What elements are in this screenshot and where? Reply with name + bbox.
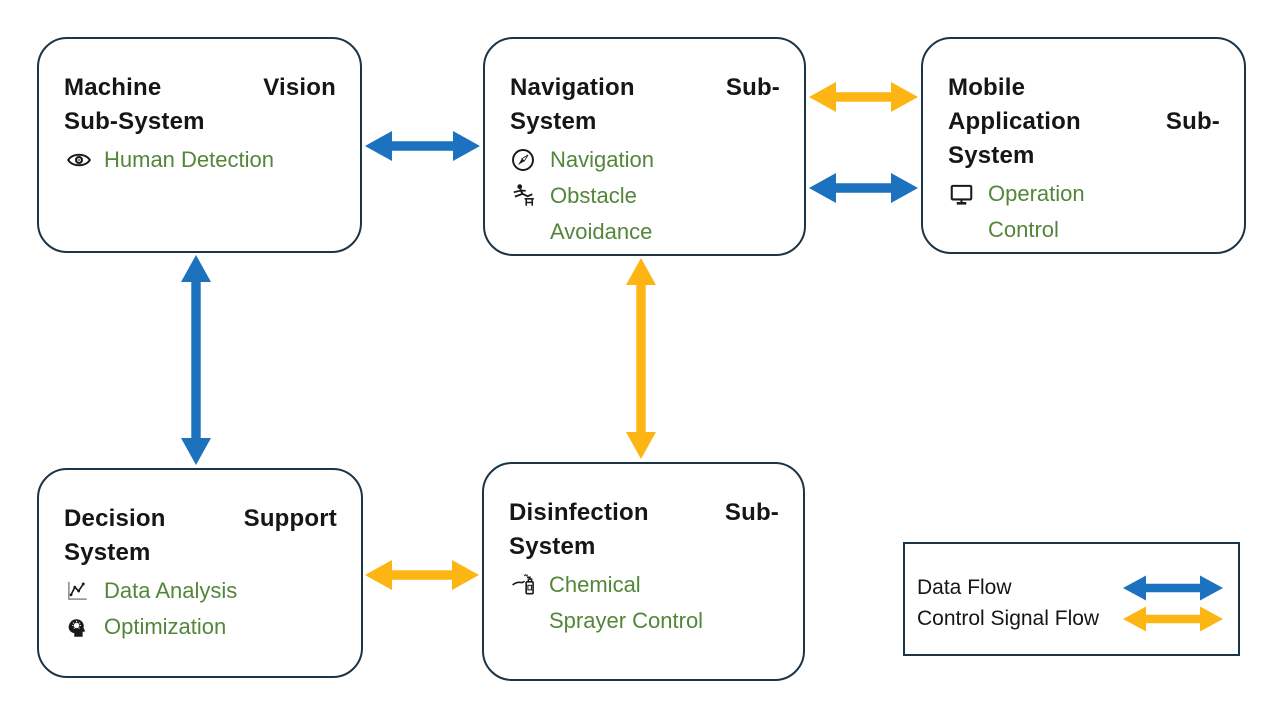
feature-chemical-sprayer-control: Chemical Sprayer Control bbox=[509, 567, 779, 639]
data-flow-sample bbox=[1123, 575, 1223, 600]
navigation-mobile-application-arrow bbox=[809, 173, 918, 203]
machine-vision-navigation-arrow bbox=[365, 131, 480, 161]
decision-support-disinfection-arrow bbox=[365, 560, 479, 590]
feature-navigation: Navigation bbox=[510, 142, 780, 178]
feature-label: Obstacle Avoidance bbox=[550, 183, 653, 244]
feature-data-analysis: Data Analysis bbox=[64, 573, 337, 609]
navigation-disinfection-arrow bbox=[626, 258, 656, 459]
title-line: Navigation Sub- bbox=[510, 74, 780, 101]
machine-vision-decision-support-arrow bbox=[181, 255, 211, 465]
monitor-icon bbox=[948, 176, 988, 207]
title-line: System bbox=[510, 108, 597, 135]
hurdler-icon bbox=[510, 178, 550, 209]
line-chart-icon bbox=[64, 573, 104, 604]
box-title: Machine Vision Sub-System bbox=[64, 71, 336, 139]
title-line: System bbox=[64, 539, 151, 566]
legend: Data Flow Control Signal Flow bbox=[903, 542, 1240, 656]
title-line: Mobile bbox=[948, 74, 1026, 101]
title-line: System bbox=[509, 533, 596, 560]
box-disinfection: Disinfection Sub- System Chemical Spraye… bbox=[482, 462, 805, 681]
title-line: Application Sub- bbox=[948, 108, 1220, 135]
feature-label: Navigation bbox=[550, 147, 654, 172]
title-line: Disinfection Sub- bbox=[509, 499, 779, 526]
legend-item-control-signal-flow: Control Signal Flow bbox=[917, 603, 1226, 634]
box-mobile-application: Mobile Application Sub- System Operation… bbox=[921, 37, 1246, 254]
title-line: Decision Support bbox=[64, 505, 337, 532]
control-flow-sample bbox=[1123, 606, 1223, 631]
box-decision-support: Decision Support System Data Analysis bbox=[37, 468, 363, 678]
box-title: Mobile Application Sub- System bbox=[948, 71, 1220, 173]
feature-optimization: Optimization bbox=[64, 609, 337, 645]
control-signal-flow-arrow bbox=[1123, 606, 1223, 631]
legend-item-data-flow: Data Flow bbox=[917, 572, 1226, 603]
box-title: Navigation Sub- System bbox=[510, 71, 780, 139]
feature-obstacle-avoidance: Obstacle Avoidance bbox=[510, 178, 780, 250]
legend-label: Control Signal Flow bbox=[917, 606, 1100, 630]
title-line: Sub-System bbox=[64, 108, 205, 135]
legend-label: Data Flow bbox=[917, 575, 1012, 599]
data-flow-arrow bbox=[1123, 575, 1223, 600]
feature-label: Operation Control bbox=[988, 181, 1085, 242]
feature-label: Human Detection bbox=[104, 147, 274, 172]
feature-human-detection: Human Detection bbox=[64, 142, 336, 178]
box-navigation: Navigation Sub- System Navigation bbox=[483, 37, 806, 256]
navigation-mobile-application-arrow bbox=[809, 82, 918, 112]
box-title: Decision Support System bbox=[64, 502, 337, 570]
feature-operation-control: Operation Control bbox=[948, 176, 1220, 248]
feature-label: Chemical Sprayer Control bbox=[549, 572, 704, 633]
compass-icon bbox=[510, 142, 550, 173]
sprayer-icon bbox=[509, 567, 549, 598]
title-line: Machine Vision bbox=[64, 74, 336, 101]
head-idea-icon bbox=[64, 609, 104, 640]
feature-label: Optimization bbox=[104, 614, 227, 639]
box-title: Disinfection Sub- System bbox=[509, 496, 779, 564]
eye-icon bbox=[64, 142, 104, 173]
box-machine-vision: Machine Vision Sub-System Human Detectio… bbox=[37, 37, 362, 253]
feature-label: Data Analysis bbox=[104, 578, 238, 603]
title-line: System bbox=[948, 142, 1035, 169]
